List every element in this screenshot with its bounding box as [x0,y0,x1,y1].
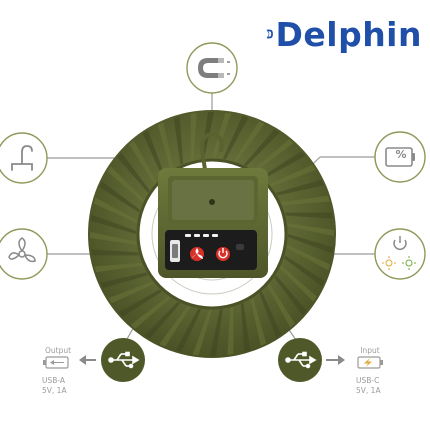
callout-hook [0,132,48,184]
fan-rib [118,289,163,317]
battery-level-leds [185,234,218,237]
output-spec: USB-A 5V, 1A [42,376,67,396]
fan-rib [99,181,140,213]
power-button[interactable] [216,247,230,261]
input-spec: USB-C 5V, 1A [356,376,381,396]
fan-rib [284,212,334,219]
fan-rib [233,121,265,162]
control-panel [165,230,257,270]
light-green-icon [402,256,416,270]
fan-rib [107,166,145,203]
battery-percent-symbol: % [395,148,407,161]
battery-percent-icon [385,147,415,167]
usb-icon [285,351,317,369]
fan-rib [190,112,197,162]
magnet-point [209,199,215,205]
fan-rib [261,151,306,179]
fan-rib [192,309,212,356]
callout-fan [0,228,48,280]
fan-ribs [90,112,334,356]
fan-icon [8,237,36,263]
output-label: Output [44,346,72,355]
delphin-logo-icon [266,29,273,39]
fan-rib [222,115,249,160]
fan-rib [259,291,282,338]
hanging-hook [199,131,224,178]
usb-output-badge [101,338,145,382]
light-dim-icon [382,256,396,270]
fan-rib [279,265,317,302]
fan-rib [287,234,334,254]
fan-rib [209,309,223,356]
fan-rib [142,130,165,177]
output-rating: 5V, 1A [42,385,67,395]
brand-logo: Delphin [266,12,422,56]
fan-rib [281,195,330,206]
fan-rib [108,281,155,304]
fan-rib [90,231,137,245]
callout-battery [374,131,426,183]
fan-rib [287,223,334,237]
fan-rib [227,306,234,356]
control-housing [158,168,268,278]
fan-rib [212,112,232,159]
input-type: USB-C [356,376,380,385]
fan-rib [240,303,251,352]
fan-rib [144,301,181,339]
input-label: Input [360,346,380,355]
fan-rib [94,262,143,273]
fan-rib [130,296,171,329]
output-type: USB-A [42,376,66,385]
brand-name: Delphin [275,14,422,54]
fan-rib [250,297,267,346]
hook-icon [11,145,33,171]
fan-rib [90,214,137,234]
fan-rib [253,139,294,172]
fan-rib [159,306,191,347]
usb-icon [108,351,140,369]
fan-rib [93,197,138,224]
input-rating: 5V, 1A [356,385,381,395]
fan-rib [275,179,324,196]
fan-rib [157,122,174,171]
power-light-icon [382,236,416,270]
usb-c-port [236,244,244,250]
battery-in-icon [357,356,383,369]
fan-rib [100,272,149,289]
fan-rib [90,249,140,256]
fan-rib [175,308,202,353]
fan-rib [286,244,331,271]
usb-input-badge [278,338,322,382]
callout-magnet [186,42,238,94]
fan-rib [173,116,184,165]
fan-rib [267,283,295,328]
fan-rib [117,152,150,193]
fan-rib [129,140,157,185]
battery-out-icon [43,356,69,369]
output-arrow-icon [79,355,96,365]
fan-rib [243,129,280,167]
fan-rib [269,164,316,187]
fan-rib [274,275,307,316]
fan-rib [284,255,325,287]
input-arrow-icon [326,355,345,365]
callout-light [374,228,426,280]
magnet-icon [198,58,230,78]
